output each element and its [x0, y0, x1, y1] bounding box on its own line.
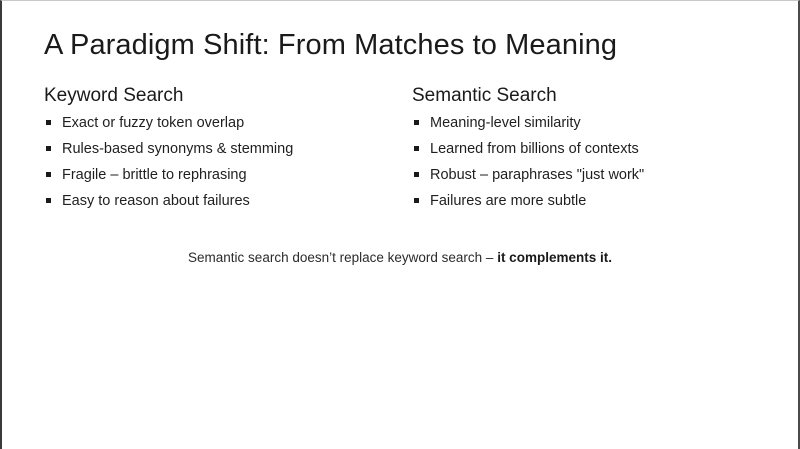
column-heading-semantic-search: Semantic Search: [412, 85, 557, 106]
list-item-label: Meaning-level similarity: [430, 114, 581, 131]
square-bullet-icon: [412, 118, 430, 129]
summary-footnote: Semantic search doesn’t replace keyword …: [2, 250, 798, 266]
list-item-label: Easy to reason about failures: [62, 192, 250, 209]
list-item: Rules-based synonyms & stemming: [44, 142, 404, 168]
list-item: Meaning-level similarity: [412, 116, 782, 142]
column-semantic-search: Semantic Search Meaning-level similarity…: [412, 85, 782, 220]
page-title: A Paradigm Shift: From Matches to Meanin…: [44, 29, 618, 61]
list-item: Learned from billions of contexts: [412, 142, 782, 168]
list-item-label: Exact or fuzzy token overlap: [62, 114, 245, 131]
square-bullet-icon: [412, 170, 430, 181]
bullet-list-semantic-search: Meaning-level similarity Learned from bi…: [412, 116, 782, 220]
list-item-label: Learned from billions of contexts: [430, 140, 639, 157]
list-item: Easy to reason about failures: [44, 194, 404, 220]
list-item-label: Fragile – brittle to rephrasing: [62, 166, 247, 183]
square-bullet-icon: [44, 144, 62, 155]
column-keyword-search: Keyword Search Exact or fuzzy token over…: [44, 85, 404, 220]
footnote-lead-text: Semantic search doesn’t replace keyword …: [188, 250, 498, 265]
list-item-label: Failures are more subtle: [430, 192, 587, 209]
bullet-list-keyword-search: Exact or fuzzy token overlap Rules-based…: [44, 116, 404, 220]
list-item: Exact or fuzzy token overlap: [44, 116, 404, 142]
list-item: Robust – paraphrases "just work": [412, 168, 782, 194]
list-item-label: Robust – paraphrases "just work": [430, 166, 645, 183]
square-bullet-icon: [44, 196, 62, 207]
square-bullet-icon: [44, 118, 62, 129]
square-bullet-icon: [44, 170, 62, 181]
column-heading-keyword-search: Keyword Search: [44, 85, 184, 106]
list-item-label: Rules-based synonyms & stemming: [62, 140, 294, 157]
square-bullet-icon: [412, 144, 430, 155]
square-bullet-icon: [412, 196, 430, 207]
list-item: Failures are more subtle: [412, 194, 782, 220]
list-item: Fragile – brittle to rephrasing: [44, 168, 404, 194]
footnote-emphasis-text: it complements it.: [497, 250, 612, 265]
